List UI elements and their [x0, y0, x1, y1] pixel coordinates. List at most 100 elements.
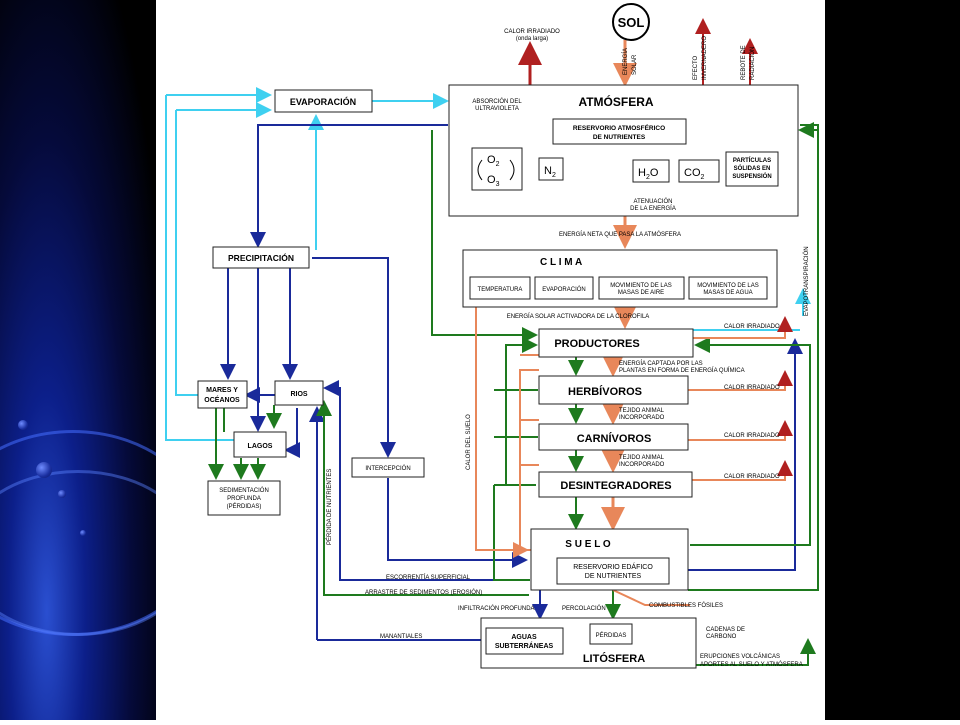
- decorative-swirl: [0, 470, 156, 636]
- surface-runoff-label: ESCORRENTÍA SUPERFICIAL: [386, 574, 471, 581]
- long-wave-label: (onda larga): [516, 36, 548, 42]
- nutrient-cycle-diagram: SOL CALOR IRRADIADO (onda larga) ENERGÍA…: [156, 0, 825, 720]
- solar-energy-label-1: ENERGÍA: [622, 48, 629, 75]
- uv-absorption-label-1: ABSORCIÓN DEL: [472, 98, 522, 105]
- decomposers-title: DESINTEGRADORES: [560, 480, 671, 492]
- h2o-label: H2O: [638, 167, 659, 181]
- decorative-orb: [36, 462, 52, 478]
- tissue-label-2a: TEJIDO ANIMAL: [619, 455, 665, 461]
- soil-box: S U E L O RESERVORIO EDÁFICO DE NUTRIENT…: [530, 528, 689, 591]
- groundwater-label-1: AGUAS: [511, 634, 537, 641]
- precipitation-title: PRECIPITACIÓN: [228, 252, 294, 263]
- air-mass-label-1: MOVIMIENTO DE LAS: [610, 283, 672, 289]
- producers-title: PRODUCTORES: [554, 338, 639, 350]
- sedimentation-label-1: SEDIMENTACIÓN: [219, 487, 269, 494]
- decorative-right-panel: [825, 0, 960, 720]
- sun-label: SOL: [618, 15, 645, 30]
- lithosphere-title: LITÓSFERA: [583, 652, 645, 665]
- seas-oceans-box: MARES Y OCÉANOS: [197, 380, 248, 409]
- co2-label: CO2: [684, 167, 705, 181]
- water-mass-label-1: MOVIMIENTO DE LAS: [697, 283, 759, 289]
- herbivores-title: HERBÍVOROS: [568, 385, 642, 398]
- atmosphere-title: ATMÓSFERA: [578, 94, 653, 109]
- soil-atm-inputs-label: APORTES AL SUELO Y ATMÓSFERA: [700, 661, 803, 668]
- attenuation-label-1: ATENUACIÓN: [634, 198, 673, 205]
- atmosphere-box: ATMÓSFERA ABSORCIÓN DEL ULTRAVIOLETA RES…: [448, 84, 799, 217]
- decorative-orb: [18, 420, 28, 430]
- evaporation-box: EVAPORACIÓN: [274, 89, 373, 113]
- rivers-box: RIOS: [274, 380, 324, 406]
- heat-radiated-herbivores: CALOR IRRADIADO: [724, 385, 780, 391]
- carnivores-title: CARNÍVOROS: [577, 432, 652, 445]
- particles-label-1: PARTÍCULAS: [733, 156, 771, 164]
- seas-label-2: OCÉANOS: [204, 395, 240, 404]
- heat-radiated-producers: CALOR IRRADIADO: [724, 324, 780, 330]
- carnivores-box: CARNÍVOROS: [538, 423, 689, 451]
- lower-flow-labels: ESCORRENTÍA SUPERFICIAL ARRASTRE DE SEDI…: [365, 574, 803, 668]
- percolation-label: PERCOLACIÓN: [562, 605, 606, 612]
- uv-absorption-label-2: ULTRAVIOLETA: [475, 106, 519, 112]
- losses-label: PÉRDIDAS: [596, 632, 627, 639]
- herbivores-box: HERBÍVOROS: [538, 375, 689, 405]
- net-energy-label: ENERGÍA NETA QUE PASA LA ATMÓSFERA: [559, 231, 681, 238]
- evapotranspiration-label: EVAPOTRANSPIRACIÓN: [803, 246, 810, 316]
- particles-label-3: SUSPENSIÓN: [732, 172, 771, 180]
- n2-label: N2: [544, 165, 556, 179]
- tissue-label-1b: INCORPORADO: [619, 415, 665, 421]
- atm-reservoir-label-2: DE NUTRIENTES: [593, 134, 646, 141]
- lakes-label: LAGOS: [248, 443, 273, 450]
- attenuation-label-2: DE LA ENERGÍA: [630, 205, 676, 212]
- springs-label: MANANTIALES: [380, 634, 422, 640]
- deep-infiltration-label: INFILTRACIÓN PROFUNDA: [458, 605, 535, 612]
- climate-evaporation-label: EVAPORACIÓN: [542, 286, 586, 293]
- greenhouse-label-2: INVERNADERO: [702, 36, 708, 80]
- heat-radiated-labels: CALOR IRRADIADO CALOR IRRADIADO CALOR IR…: [724, 324, 780, 480]
- soil-reservoir-label-1: RESERVORIO EDÁFICO: [573, 562, 653, 571]
- solar-energy-label-2: SOLAR: [632, 54, 638, 75]
- nutrient-flows: [208, 122, 819, 666]
- decorative-orb: [80, 530, 86, 536]
- heat-radiated-decomposers: CALOR IRRADIADO: [724, 474, 780, 480]
- nutrient-loss-label: PÉRDIDA DE NUTRIENTES: [326, 469, 333, 545]
- soil-reservoir-label-2: DE NUTRIENTES: [585, 573, 642, 580]
- radiation-rebound-label-1: REBOTE DE: [741, 45, 747, 80]
- o3-label: O3: [487, 174, 500, 188]
- precipitation-flows: [220, 124, 803, 641]
- soil-heat-label: CALOR DEL SUELO: [466, 414, 472, 470]
- lakes-box: LAGOS: [233, 431, 287, 458]
- climate-box: C L I M A TEMPERATURA EVAPORACIÓN MOVIMI…: [462, 249, 778, 308]
- water-mass-label-2: MASAS DE AGUA: [703, 290, 752, 296]
- sedimentation-label-2: PROFUNDA: [227, 496, 261, 502]
- heat-radiated-label: CALOR IRRADIADO: [504, 29, 560, 35]
- captured-energy-label-1: ENERGÍA CAPTADA POR LAS: [619, 360, 703, 367]
- interception-label: INTERCEPCIÓN: [365, 465, 410, 472]
- heat-radiated-carnivores: CALOR IRRADIADO: [724, 433, 780, 439]
- greenhouse-label-1: EFECTO: [693, 55, 699, 80]
- sedimentation-label-3: (PÉRDIDAS): [227, 503, 262, 510]
- sun-node: SOL: [612, 3, 650, 41]
- temperature-label: TEMPERATURA: [478, 287, 523, 293]
- rivers-label: RIOS: [290, 391, 307, 398]
- decorative-orb: [58, 490, 66, 498]
- precipitation-box: PRECIPITACIÓN: [212, 246, 310, 269]
- producers-box: PRODUCTORES: [538, 328, 694, 358]
- decorative-left-panel: [0, 0, 156, 720]
- o2-label: O2: [487, 154, 500, 168]
- captured-energy-label-2: PLANTAS EN FORMA DE ENERGÍA QUÍMICA: [619, 367, 745, 374]
- volcanic-eruptions-label: ERUPCIONES VOLCÁNICAS: [700, 653, 780, 660]
- tissue-label-1a: TEJIDO ANIMAL: [619, 408, 665, 414]
- atm-reservoir-label-1: RESERVORIO ATMOSFÉRICO: [573, 123, 665, 132]
- tissue-label-2b: INCORPORADO: [619, 462, 665, 468]
- deep-sedimentation-box: SEDIMENTACIÓN PROFUNDA (PÉRDIDAS): [207, 480, 281, 516]
- evaporation-title: EVAPORACIÓN: [290, 96, 356, 107]
- erosion-label: ARRASTRE DE SEDIMENTOS (EROSIÓN): [365, 589, 482, 596]
- soil-title: S U E L O: [565, 539, 611, 550]
- lithosphere-box: AGUAS SUBTERRÁNEAS PÉRDIDAS LITÓSFERA: [480, 617, 697, 669]
- particles-label-2: SÓLIDAS EN: [734, 164, 771, 172]
- climate-title: C L I M A: [540, 257, 582, 268]
- interception-box: INTERCEPCIÓN: [351, 457, 425, 478]
- air-mass-label-2: MASAS DE AIRE: [618, 290, 664, 296]
- diagram-canvas: SOL CALOR IRRADIADO (onda larga) ENERGÍA…: [165, 3, 819, 669]
- groundwater-label-2: SUBTERRÁNEAS: [495, 641, 554, 650]
- decomposers-box: DESINTEGRADORES: [538, 471, 693, 498]
